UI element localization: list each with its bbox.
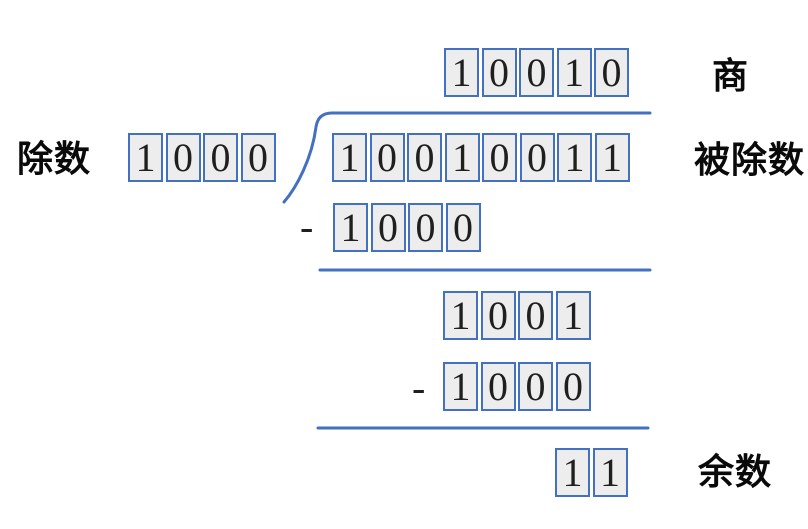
digit-cell: 1 xyxy=(556,48,592,97)
digit-cell: 1 xyxy=(332,133,367,182)
digit-cell: 0 xyxy=(408,203,443,252)
digit-cell: 0 xyxy=(369,133,405,182)
digit-cell: 0 xyxy=(518,362,553,411)
digit-cell: 1 xyxy=(333,203,368,252)
digit-cell: 1 xyxy=(555,291,591,340)
digit-cell: 1 xyxy=(444,48,479,97)
minus-sign-2: - xyxy=(412,365,426,410)
digit-cell: 0 xyxy=(482,133,517,182)
digit-cell: 0 xyxy=(594,48,629,97)
digit-cell: 0 xyxy=(445,203,481,252)
digit-cell: 0 xyxy=(519,133,555,182)
digit-cell: 0 xyxy=(203,133,238,182)
digit-cell: 1 xyxy=(443,291,478,340)
digit-cell: 0 xyxy=(407,133,442,182)
digit-cell: 1 xyxy=(555,448,590,497)
digit-cell: 0 xyxy=(481,48,517,97)
minus-sign-1: - xyxy=(300,204,314,249)
digit-cell: 0 xyxy=(370,203,406,252)
digit-cell: 0 xyxy=(480,291,516,340)
digit-cell: 0 xyxy=(518,291,553,340)
digit-cell: 1 xyxy=(443,362,478,411)
quotient-label: 商 xyxy=(712,56,750,96)
digit-cell: 1 xyxy=(594,133,630,182)
remainder-label: 余数 xyxy=(698,452,773,492)
digit-cell: 1 xyxy=(128,133,163,182)
dividend-label: 被除数 xyxy=(694,140,806,180)
digit-cell: 0 xyxy=(519,48,554,97)
digit-cell: 0 xyxy=(480,362,516,411)
digit-cell: 0 xyxy=(165,133,201,182)
digit-cell: 1 xyxy=(557,133,592,182)
divisor-label: 除数 xyxy=(17,139,92,179)
digit-cell: 0 xyxy=(555,362,591,411)
digit-cell: 1 xyxy=(592,448,628,497)
digit-cell: 1 xyxy=(444,133,480,182)
digit-cell: 0 xyxy=(240,133,276,182)
